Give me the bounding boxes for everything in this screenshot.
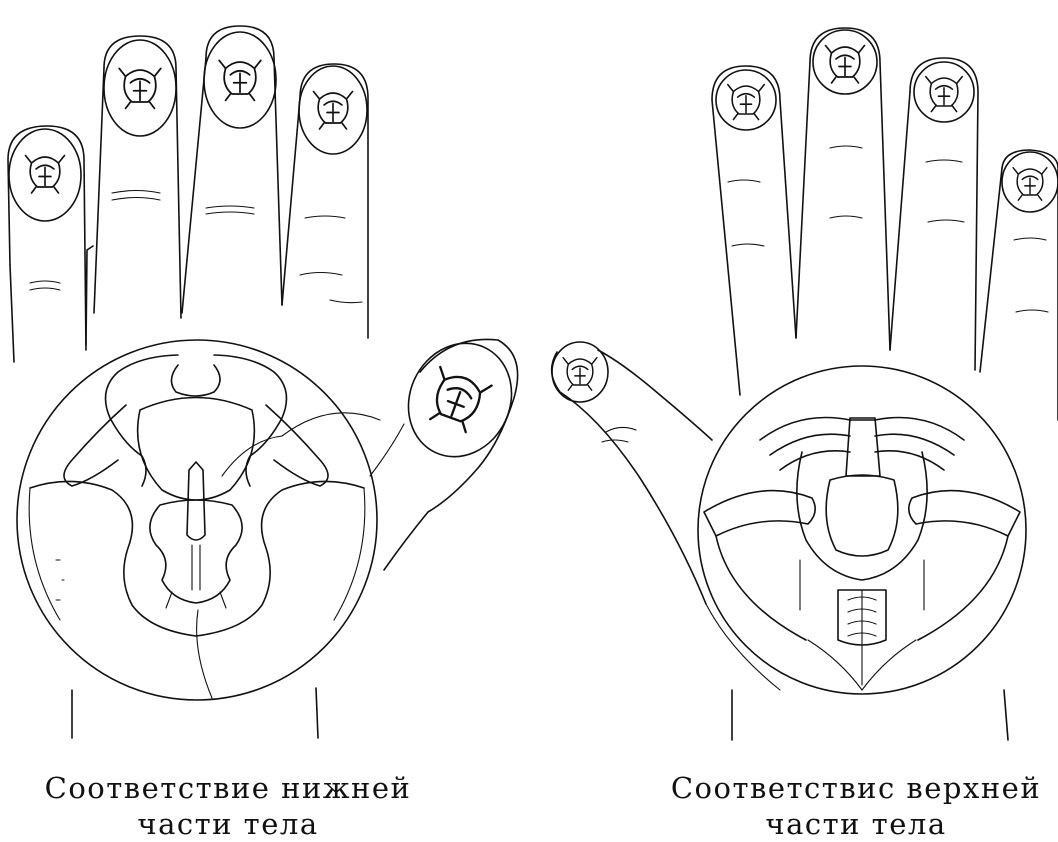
left-caption-line-2: части тела xyxy=(0,806,458,842)
right-finger-creases xyxy=(602,146,1048,442)
right-caption-line-1: Соответствис верхней xyxy=(626,770,1058,806)
right-hand-caption: Соответствис верхней части тела xyxy=(626,770,1058,842)
left-hand-caption: Соответствие нижней части тела xyxy=(0,770,458,842)
right-caption-line-2: части тела xyxy=(626,806,1058,842)
right-hand-illustration xyxy=(552,28,1058,740)
left-hand-illustration xyxy=(8,26,530,738)
right-hand-outline xyxy=(552,28,1058,740)
left-finger-creases xyxy=(30,191,362,303)
right-palm-figure xyxy=(698,366,1026,694)
left-caption-line-1: Соответствие нижней xyxy=(0,770,458,806)
left-palm-figure xyxy=(17,340,380,700)
left-hand-outline xyxy=(8,26,518,738)
